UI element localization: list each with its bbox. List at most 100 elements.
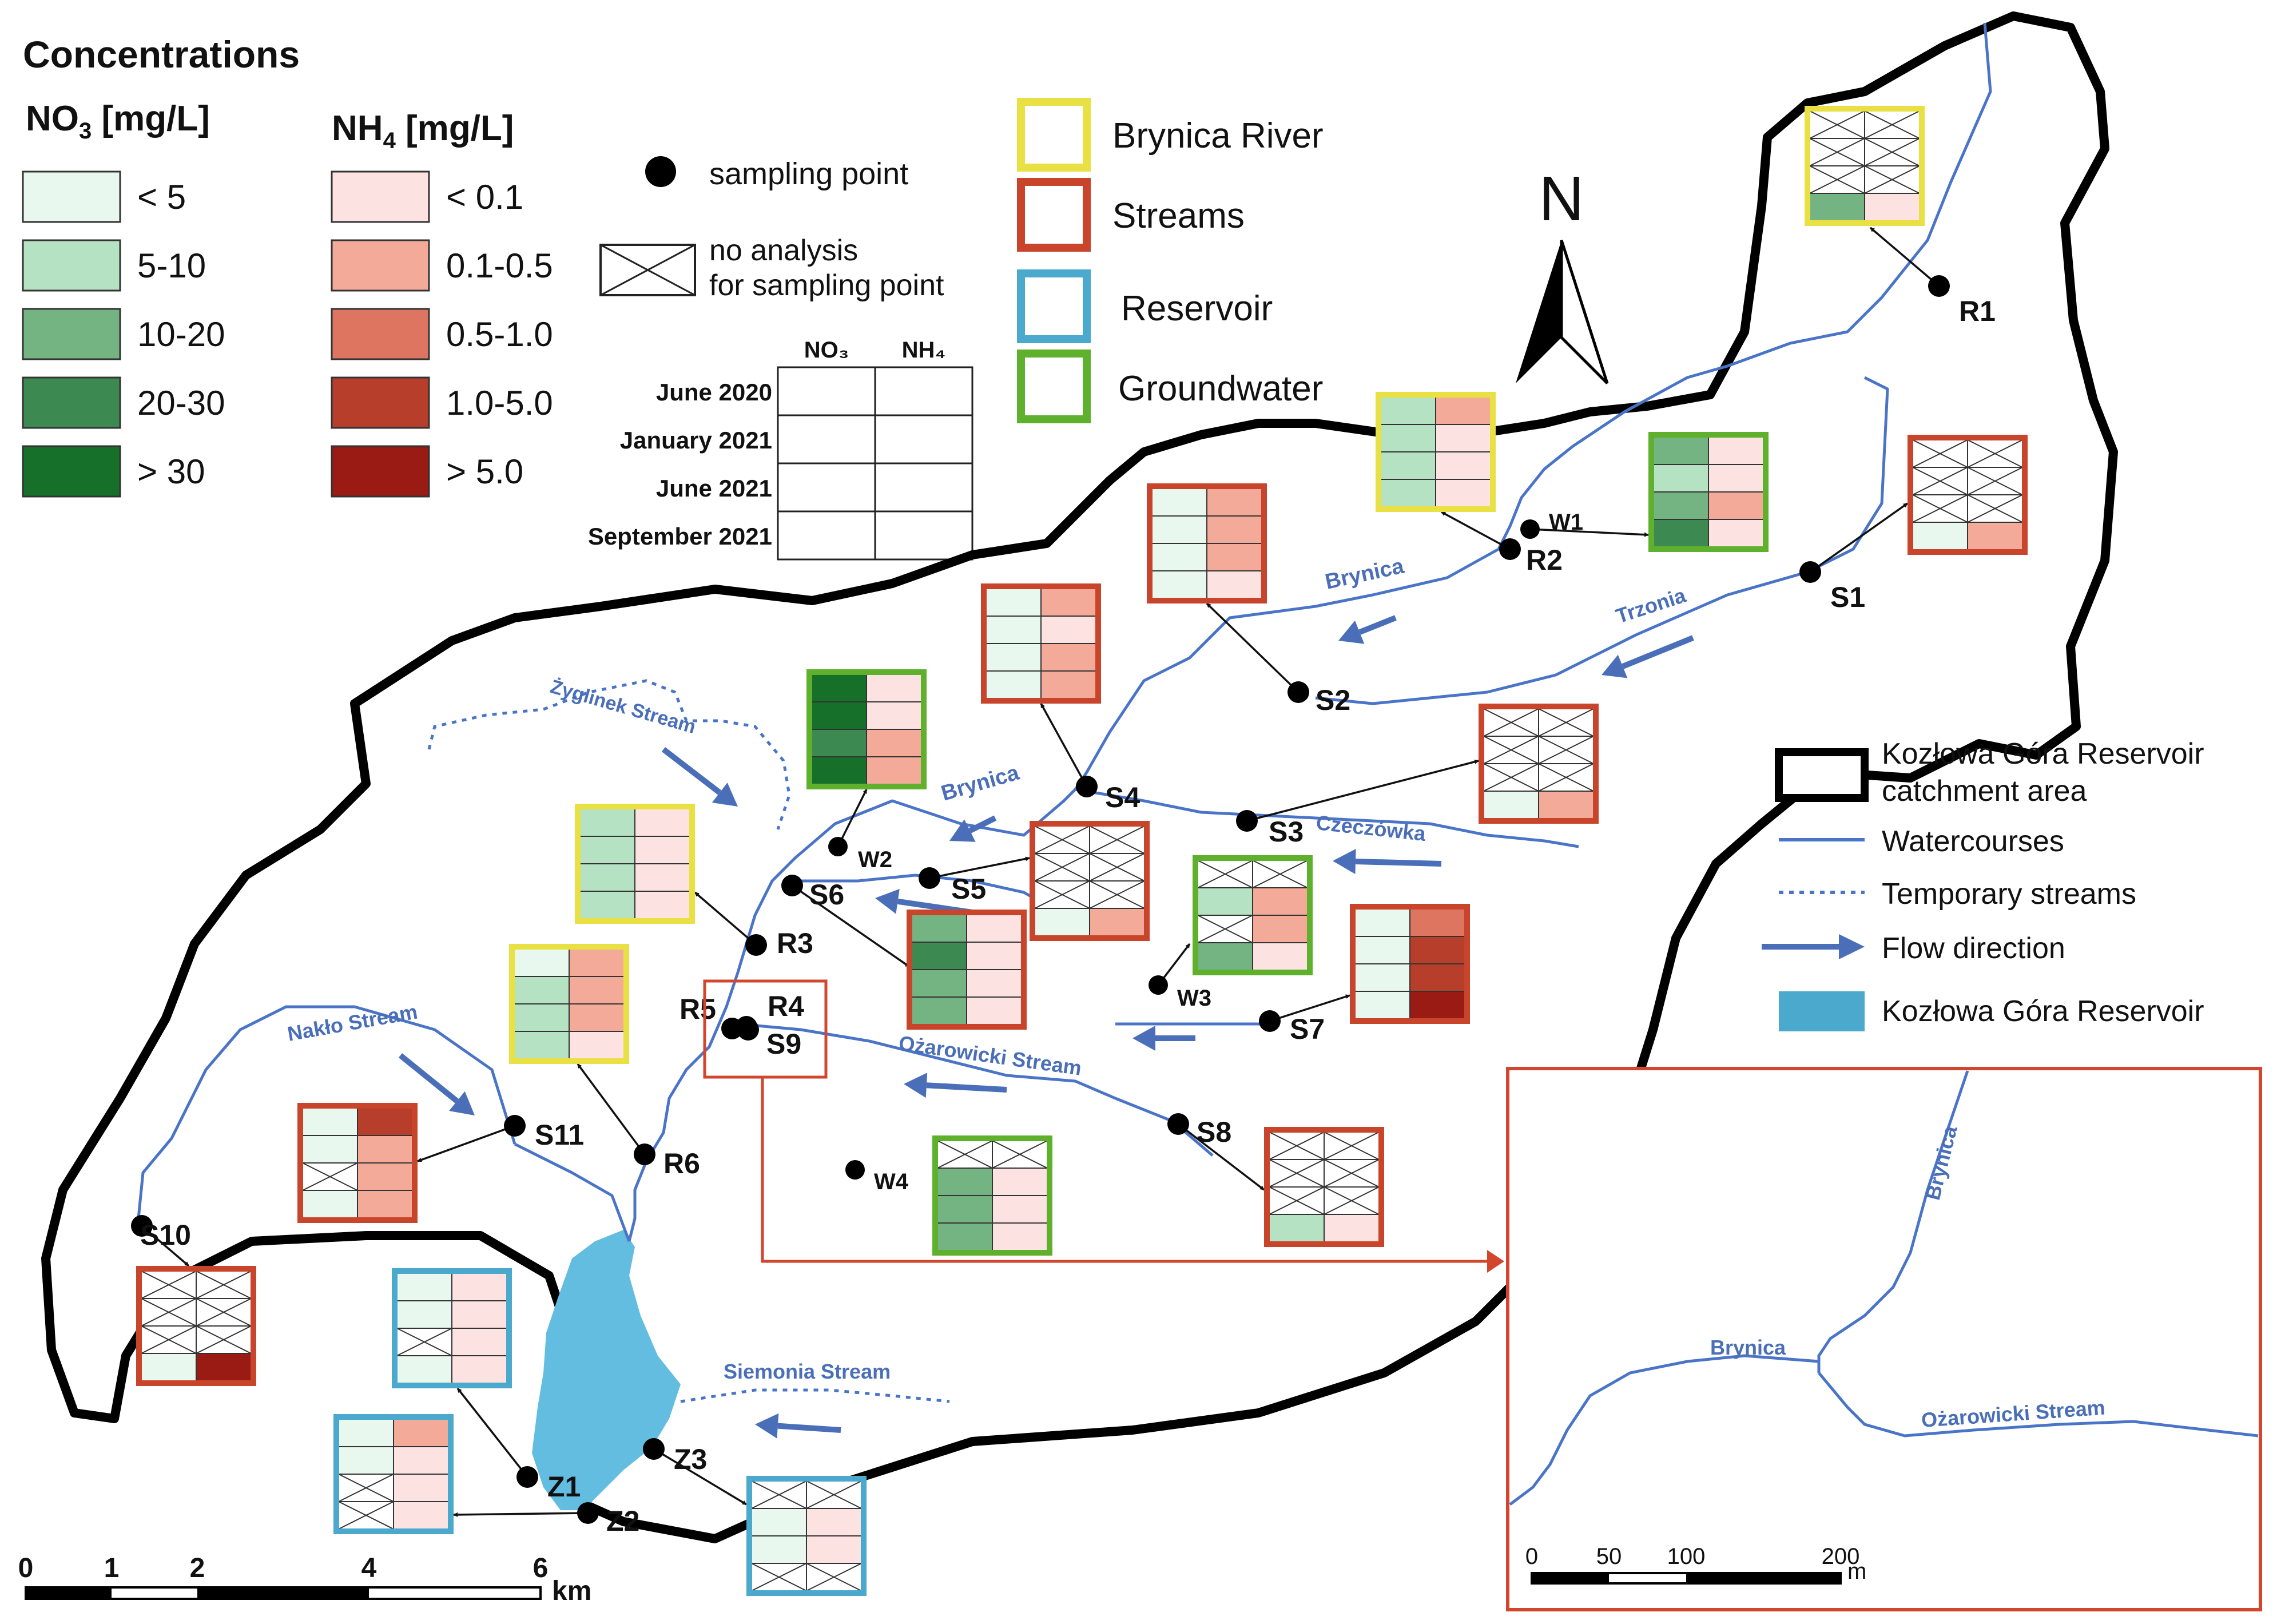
point-label-s2: S2 [1316, 684, 1350, 716]
point-label-z2: Z2 [606, 1505, 639, 1537]
cell-nh4 [1409, 936, 1465, 964]
cell-nh4 [1409, 991, 1465, 1019]
no3-swatch-1 [22, 239, 121, 292]
cell-no3 [1380, 424, 1436, 452]
point-label-s3: S3 [1269, 816, 1304, 848]
flow-arrow-0 [1358, 615, 1397, 635]
cell-nh4 [634, 891, 690, 919]
cell-nh4 [393, 1501, 449, 1530]
box-z3 [746, 1476, 867, 1596]
cell-nh4 [1435, 396, 1491, 425]
point-w3 [1149, 975, 1168, 995]
point-s2 [1287, 681, 1309, 703]
cell-no3 [579, 808, 635, 837]
point-r3 [745, 934, 767, 956]
box-r1 [1805, 106, 1925, 226]
cell-no3 [396, 1273, 452, 1301]
key-col-nh4: NH₄ [902, 337, 946, 363]
cell-nh4 [966, 996, 1022, 1025]
cell-nh4 [357, 1162, 413, 1191]
point-s3 [1236, 810, 1258, 832]
box-frame-stream [1264, 1127, 1384, 1247]
point-label-z3: Z3 [674, 1443, 707, 1475]
box-s6 [907, 910, 1027, 1030]
cell-nh4 [569, 948, 625, 977]
cell-nh4 [1040, 616, 1096, 644]
cell-no3 [302, 1107, 358, 1136]
catchment-label-1: Kozłowa Góra Reservoir [1882, 737, 2204, 771]
key-row-june-2021: June 2021 [656, 475, 772, 502]
cell-nh4 [992, 1168, 1048, 1196]
nh4-swatch-0 [331, 170, 430, 223]
leader-s6 [792, 884, 910, 968]
cell-nh4 [569, 1031, 625, 1059]
box-frame-stream [136, 1266, 256, 1386]
concentration-legend: Concentrations NO3 [mg/L] NH4 [mg/L] < 5… [22, 33, 1609, 561]
streams-label: Streams [1112, 196, 1245, 236]
point-s8 [1167, 1113, 1189, 1135]
cell-no3 [811, 729, 867, 757]
point-label-s7: S7 [1290, 1013, 1325, 1045]
box-s11 [297, 1103, 418, 1223]
key-col-no3: NO₃ [804, 337, 849, 363]
point-w4 [845, 1160, 865, 1180]
flow-arrow-3 [968, 815, 997, 833]
box-r3 [575, 804, 695, 924]
cell-no3 [302, 1190, 358, 1218]
cell-nh4 [569, 976, 625, 1004]
flow-arrow-8 [398, 1053, 459, 1103]
map-legend: Kozłowa Góra Reservoir catchment area Wa… [1762, 737, 2204, 1031]
cell-nh4 [1206, 488, 1262, 517]
cell-no3 [1653, 436, 1709, 465]
cell-nh4 [1252, 915, 1308, 943]
cell-nh4 [1967, 522, 2023, 550]
box-s7 [1350, 904, 1470, 1024]
cell-no3 [937, 1222, 993, 1251]
reservoir-label: Reservoir [1121, 289, 1273, 328]
cell-no3 [1151, 488, 1207, 517]
point-label-s4: S4 [1105, 781, 1140, 813]
north-arrow: N [1516, 164, 1609, 384]
point-s7 [1259, 1010, 1281, 1032]
flow-direction-label: Flow direction [1882, 932, 2065, 965]
box-s5 [1030, 821, 1150, 941]
cell-nh4 [1435, 479, 1491, 507]
north-label: N [1539, 164, 1584, 234]
reservoir-swatch [1017, 269, 1091, 343]
nh4-swatch-4 [331, 445, 430, 498]
point-label-w3: W3 [1177, 986, 1211, 1011]
no3-class-label-3: 20-30 [137, 384, 225, 422]
no3-class-label-4: > 30 [137, 452, 205, 491]
cell-no3 [579, 863, 635, 892]
nh4-class-label-3: 1.0-5.0 [446, 384, 553, 422]
cell-no3 [751, 1535, 807, 1564]
scale-bar-segment [197, 1587, 369, 1599]
key-row-september-2021: September 2021 [588, 523, 772, 550]
cell-nh4 [1538, 791, 1594, 819]
box-w3 [1193, 855, 1313, 975]
leader-r6 [577, 1063, 646, 1156]
cell-nh4 [1206, 543, 1262, 571]
cell-no3 [751, 1508, 807, 1536]
cell-nh4 [634, 808, 690, 837]
cell-no3 [1354, 936, 1410, 964]
cell-nh4 [196, 1353, 252, 1381]
box-w1 [1648, 432, 1769, 552]
cell-no3 [811, 756, 867, 785]
stream-label-brynica-middle: Brynica [939, 761, 1022, 806]
point-label-z1: Z1 [547, 1471, 581, 1503]
point-label-r4: R4 [768, 990, 804, 1022]
legend-title: Concentrations [23, 33, 300, 76]
leader-s7 [1269, 994, 1350, 1022]
box-frame-stream [907, 910, 1027, 1030]
cell-nh4 [1708, 519, 1764, 547]
cell-nh4 [1708, 436, 1764, 465]
cell-no3 [141, 1353, 197, 1381]
point-r2 [1499, 538, 1521, 560]
cell-no3 [911, 942, 967, 970]
key-row-june-2020: June 2020 [656, 379, 772, 406]
cell-no3 [1354, 908, 1410, 937]
box-r2 [1376, 392, 1496, 512]
